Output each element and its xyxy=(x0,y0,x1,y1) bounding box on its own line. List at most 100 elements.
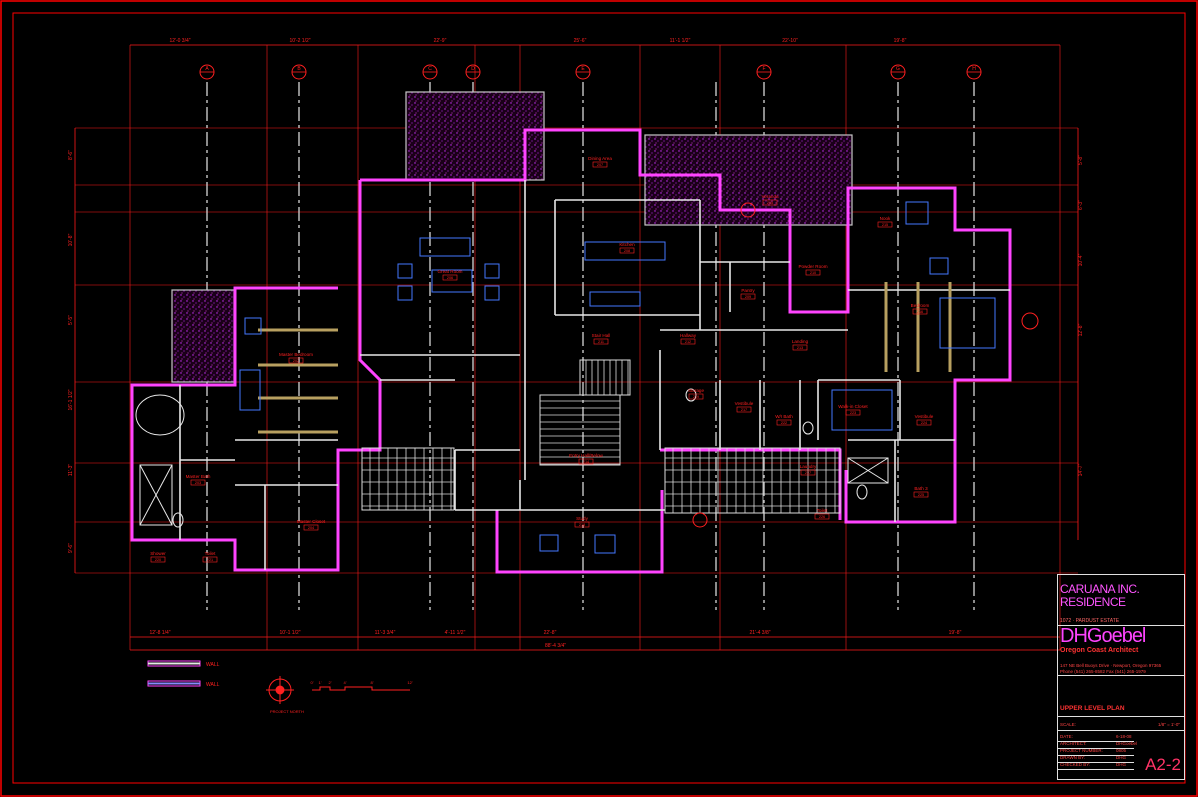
scale-tick-label: 12' xyxy=(407,680,412,685)
room-name: Bedroom xyxy=(911,303,930,308)
dimension-label: 10'-2 1/2" xyxy=(289,38,310,44)
room-name: Powder Room xyxy=(798,264,827,269)
grid-tag: D xyxy=(465,64,481,80)
meta-label: DRAWN BY: xyxy=(1060,755,1086,760)
grid-tag-label: B xyxy=(297,66,301,72)
room-name: Veranda xyxy=(761,194,779,199)
dimension-label: 16'-1 1/2" xyxy=(68,389,74,410)
dimension-labels-bottom: 12'-8 1/4"10'-1 1/2"11'-3 3/4"4'-11 1/2"… xyxy=(149,630,961,636)
room-number: 225 xyxy=(918,493,924,497)
legend-label-1: WALL xyxy=(206,662,220,668)
room-name: Master Closet xyxy=(297,519,326,524)
dimension-label: 6'-3" xyxy=(1078,200,1084,210)
meta-value: 0805 xyxy=(1116,748,1127,753)
dimension-label: 11'-3" xyxy=(68,464,74,477)
dimension-label: 12'-0 3/4" xyxy=(169,38,190,44)
divider xyxy=(1058,740,1134,742)
stairs xyxy=(539,359,631,466)
room-name: Entry Hall/Below xyxy=(569,453,603,458)
dimension-label: 11'-1 1/2" xyxy=(670,38,691,44)
grid-tag-label: G xyxy=(896,66,900,72)
dimension-label: 11'-3 3/4" xyxy=(375,630,396,636)
grid-tag: G xyxy=(890,64,906,80)
meta-label: ARCHITECT: xyxy=(1060,741,1087,746)
dimension-label: 10'-1 1/2" xyxy=(279,630,300,636)
room-number: 211 xyxy=(598,340,604,344)
dimension-label: 8'-6" xyxy=(68,150,74,160)
vertical-reference-lines xyxy=(129,45,1061,650)
scale-tick-label: 0' xyxy=(311,680,314,685)
dimension-label: 22'-9" xyxy=(434,38,447,44)
scale-tick-label: 8' xyxy=(371,680,374,685)
dimension-label: 10'-8" xyxy=(68,233,74,246)
dimension-label: 19'-8" xyxy=(949,630,962,636)
dimension-extension-lines xyxy=(74,44,1079,651)
room-number: 204 xyxy=(308,526,314,530)
room-name: Bath 3 xyxy=(914,486,928,491)
client-name-line-1: CARUANA INC. xyxy=(1060,582,1140,596)
column-grid-lines xyxy=(206,82,975,610)
room-number: 203 xyxy=(195,481,201,485)
dimension-label: 9'-6" xyxy=(68,543,74,553)
room-name: Great Room xyxy=(437,269,462,274)
scale-row: SCALE: 1/8" = 1'-0" xyxy=(1060,722,1182,727)
scale-label: SCALE: xyxy=(1060,722,1077,727)
grid-tag-label: E xyxy=(581,66,585,72)
meta-label: CHECKED BY: xyxy=(1060,762,1091,767)
interior-walls xyxy=(179,180,1010,570)
room-number: 224 xyxy=(921,421,927,425)
room-number: 215 xyxy=(882,223,888,227)
grid-tag: C xyxy=(422,64,438,80)
firm-address-line-1: 147 NE Bell Buoys Drive · Newport, Orego… xyxy=(1060,663,1162,668)
dimension-label: 12'-8" xyxy=(1078,323,1084,336)
grid-tag: B xyxy=(291,64,307,80)
scale-tick-label: 4' xyxy=(344,680,347,685)
room-number: 226 xyxy=(819,515,825,519)
sheet-border-inner xyxy=(12,12,1186,784)
dimension-labels-left: 8'-6"10'-8"5'-5"16'-1 1/2"11'-3"9'-6" xyxy=(68,150,74,553)
scale-value: 1/8" = 1'-0" xyxy=(1158,722,1180,727)
grid-tag-label: C xyxy=(428,66,432,72)
furniture xyxy=(239,201,996,554)
meta-label: PROJECT NUMBER: xyxy=(1060,748,1103,753)
dimension-label: 19'-8" xyxy=(894,38,907,44)
grid-tag-label: A xyxy=(205,66,209,72)
room-name: Storage xyxy=(688,388,705,393)
room-number: 214 xyxy=(583,460,589,464)
room-number: 227 xyxy=(805,471,811,475)
planter-north xyxy=(405,91,545,181)
dimension-label: 10'-4" xyxy=(1078,253,1084,266)
room-name: Hallway xyxy=(680,333,697,338)
room-number: 222 xyxy=(781,421,787,425)
divider xyxy=(1058,625,1184,626)
grid-tag: F xyxy=(756,64,772,80)
scale-tick-label: 2' xyxy=(329,680,332,685)
scale-bar-icon xyxy=(312,686,410,691)
room-name: Walk-in Closet xyxy=(838,404,868,409)
dimension-labels-right: 5'-8"6'-3"10'-4"12'-8"14'-7" xyxy=(1078,155,1084,477)
room-label: Entry Hall/Below 214 xyxy=(569,453,604,465)
room-name: Dining Area xyxy=(588,156,612,161)
title-block: CARUANA INC. RESIDENCE 1072 · PARDUST ES… xyxy=(1057,574,1185,780)
scale-bar-ticks: 0'1'2'4'8'12' xyxy=(311,680,413,685)
room-number: 221 xyxy=(207,558,213,562)
room-name: Study xyxy=(576,516,588,521)
room-name: Stair Hall xyxy=(592,333,611,338)
